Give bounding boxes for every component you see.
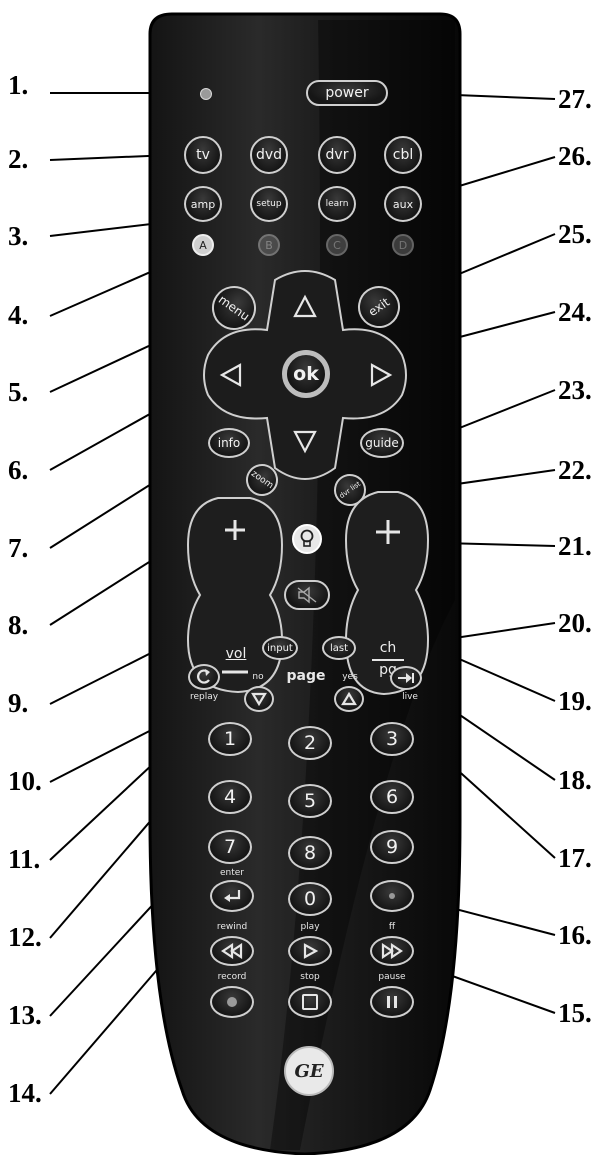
stop-icon: [302, 994, 318, 1010]
callout-25: 25.: [558, 221, 592, 248]
number-9-label: 9: [386, 836, 398, 858]
callout-4: 4.: [8, 302, 28, 329]
number-3-button[interactable]: 3: [370, 722, 414, 756]
rewind-caption: rewind: [217, 922, 247, 932]
stop-caption: stop: [300, 972, 319, 982]
callout-13: 13.: [8, 1002, 42, 1029]
callout-18: 18.: [558, 767, 592, 794]
number-0-button[interactable]: 0: [288, 882, 332, 916]
number-7-button[interactable]: 7: [208, 830, 252, 864]
callout-27: 27.: [558, 86, 592, 113]
callout-3: 3.: [8, 223, 28, 250]
rewind-button[interactable]: [210, 936, 254, 966]
callout-14: 14.: [8, 1080, 42, 1107]
number-4-label: 4: [224, 786, 236, 808]
no-caption: no: [252, 672, 263, 682]
callout-2: 2.: [8, 146, 28, 173]
fast-forward-icon: [380, 943, 404, 959]
ff-caption: ff: [389, 922, 395, 932]
dot-button[interactable]: [370, 880, 414, 912]
callout-21: 21.: [558, 533, 592, 560]
callout-24: 24.: [558, 299, 592, 326]
number-9-button[interactable]: 9: [370, 830, 414, 864]
stop-button[interactable]: [288, 986, 332, 1018]
number-8-button[interactable]: 8: [288, 836, 332, 870]
number-5-button[interactable]: 5: [288, 784, 332, 818]
ge-logo: GE: [284, 1046, 334, 1096]
number-8-label: 8: [304, 842, 316, 864]
page-down-button[interactable]: [244, 686, 274, 712]
input-button[interactable]: input: [262, 636, 298, 660]
page-up-button[interactable]: [334, 686, 364, 712]
callout-16: 16.: [558, 922, 592, 949]
page-up-icon: [341, 692, 357, 706]
number-1-label: 1: [224, 728, 236, 750]
number-6-button[interactable]: 6: [370, 780, 414, 814]
record-icon: [227, 997, 237, 1007]
ge-logo-text: GE: [294, 1061, 323, 1082]
callout-19: 19.: [558, 688, 592, 715]
play-caption: play: [300, 922, 319, 932]
enter-caption: enter: [220, 868, 244, 878]
last-label: last: [330, 643, 348, 654]
callout-8: 8.: [8, 612, 28, 639]
skip-to-live-icon: [396, 671, 416, 685]
input-label: input: [267, 643, 293, 654]
number-2-label: 2: [304, 732, 316, 754]
callout-9: 9.: [8, 690, 28, 717]
callout-6: 6.: [8, 457, 28, 484]
live-button[interactable]: [390, 666, 422, 690]
number-4-button[interactable]: 4: [208, 780, 252, 814]
rewind-icon: [220, 943, 244, 959]
number-2-button[interactable]: 2: [288, 726, 332, 760]
enter-icon: [221, 888, 243, 904]
dot-icon: [389, 893, 395, 899]
replay-caption: replay: [190, 692, 218, 702]
replay-icon: [195, 668, 213, 686]
number-0-label: 0: [304, 888, 316, 910]
number-5-label: 5: [304, 790, 316, 812]
callout-1: 1.: [8, 72, 28, 99]
callout-26: 26.: [558, 143, 592, 170]
callout-12: 12.: [8, 924, 42, 951]
callout-22: 22.: [558, 457, 592, 484]
fast-forward-button[interactable]: [370, 936, 414, 966]
pause-button[interactable]: [370, 986, 414, 1018]
play-icon: [302, 943, 318, 959]
callout-17: 17.: [558, 845, 592, 872]
callout-10: 10.: [8, 768, 42, 795]
number-3-label: 3: [386, 728, 398, 750]
enter-button[interactable]: [210, 880, 254, 912]
number-1-button[interactable]: 1: [208, 722, 252, 756]
callout-15: 15.: [558, 1000, 592, 1027]
yes-caption: yes: [342, 672, 358, 682]
page-down-icon: [251, 692, 267, 706]
record-button[interactable]: [210, 986, 254, 1018]
page-caption: page: [287, 668, 326, 684]
live-caption: live: [402, 692, 418, 702]
pause-caption: pause: [378, 972, 405, 982]
mute-button[interactable]: [284, 580, 330, 610]
number-6-label: 6: [386, 786, 398, 808]
callout-5: 5.: [8, 379, 28, 406]
record-caption: record: [218, 972, 247, 982]
mute-icon: [296, 586, 318, 604]
ch-label: ch: [370, 640, 406, 656]
callout-7: 7.: [8, 535, 28, 562]
callout-11: 11.: [8, 846, 40, 873]
number-7-label: 7: [224, 836, 236, 858]
replay-button[interactable]: [188, 664, 220, 690]
callout-23: 23.: [558, 377, 592, 404]
play-button[interactable]: [288, 936, 332, 966]
pause-icon: [385, 995, 399, 1009]
last-button[interactable]: last: [322, 636, 356, 660]
callout-20: 20.: [558, 610, 592, 637]
